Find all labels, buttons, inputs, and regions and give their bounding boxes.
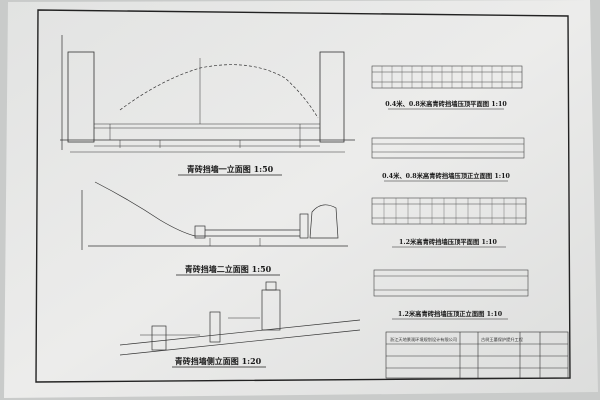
side-elevation-drawing <box>119 281 361 356</box>
detail-3-ticks <box>383 198 517 224</box>
elevation-2-drawing <box>81 181 348 250</box>
titleblock-project: 古树王墓保护提升工程 <box>481 336 524 343</box>
detail-2-title: 0.4米、0.8米高青砖挡墙压顶正立面图 1:10 <box>382 171 510 180</box>
paper-sheet <box>4 0 598 398</box>
elevation-1-title: 青砖挡墙一立面图 1:50 <box>187 164 274 174</box>
titleblock-company: 浙江天地景观环境规划设计有限公司 <box>390 336 457 343</box>
detail-2-drawing <box>371 137 525 159</box>
detail-4-drawing <box>373 269 529 297</box>
elevation-2-title: 青砖挡墙二立面图 1:50 <box>185 264 272 274</box>
elevation-1-drawing <box>60 35 355 153</box>
detail-4-title: 1.2米高青砖挡墙压顶正立面图 1:10 <box>398 309 503 318</box>
detail-3-drawing <box>371 197 527 225</box>
title-block <box>385 331 569 379</box>
detail-3-title: 1.2米高青砖挡墙压顶平面图 1:10 <box>399 237 498 246</box>
side-elevation-title: 青砖挡墙侧立面图 1:20 <box>175 356 262 366</box>
detail-1-drawing <box>371 65 523 89</box>
drawing-border <box>35 9 571 383</box>
detail-1-ticks <box>381 66 513 88</box>
detail-1-title: 0.4米、0.8米高青砖挡墙压顶平面图 1:10 <box>385 99 507 108</box>
